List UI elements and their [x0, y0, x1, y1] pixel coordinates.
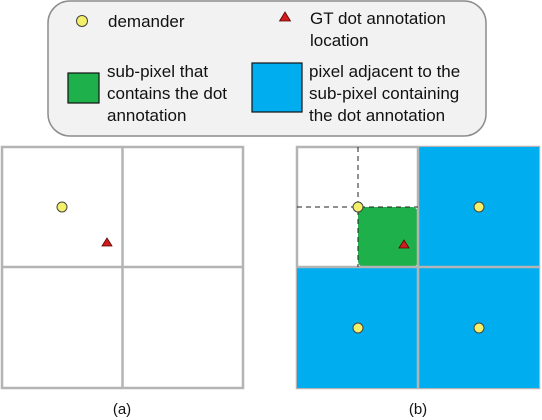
legend-adjacent-label-line3: the dot annotation — [309, 106, 445, 125]
legend-demander-marker — [76, 15, 88, 27]
legend-subpixel-label-line2: contains the dot — [107, 84, 227, 103]
legend-subpixel-label-line3: annotation — [107, 106, 186, 125]
legend-adjacent-swatch — [251, 62, 303, 113]
panel-a-annotation — [101, 237, 113, 247]
legend-subpixel-swatch — [67, 72, 100, 104]
panel-b: (b) — [295, 145, 541, 418]
panel-b-annotation — [398, 239, 410, 249]
panel-a-demander — [56, 201, 68, 213]
panel-b-demander-bottom-left — [352, 322, 364, 334]
panel-b-demander-top-right — [473, 201, 485, 213]
panel-b-demander-bottom-right — [473, 322, 485, 334]
panel-a: (a) — [0, 145, 245, 418]
legend-annotation-label-line2: location — [310, 31, 369, 50]
panel-b-demander-top-left — [352, 201, 364, 213]
legend-adjacent-label-line1: pixel adjacent to the — [309, 62, 460, 81]
legend-subpixel-label-line1: sub-pixel that — [107, 62, 208, 81]
legend-annotation-label: GT dot annotation — [310, 9, 446, 28]
legend-demander-label: demander — [108, 12, 185, 31]
legend-annotation-marker — [278, 11, 292, 22]
panel-b-caption: (b) — [409, 401, 427, 418]
legend: demander GT dot annotation location sub-… — [47, 0, 487, 137]
panel-a-caption: (a) — [113, 401, 131, 418]
panel-b-subpixel — [358, 207, 418, 267]
legend-adjacent-label-line2: sub-pixel containing — [309, 84, 459, 103]
